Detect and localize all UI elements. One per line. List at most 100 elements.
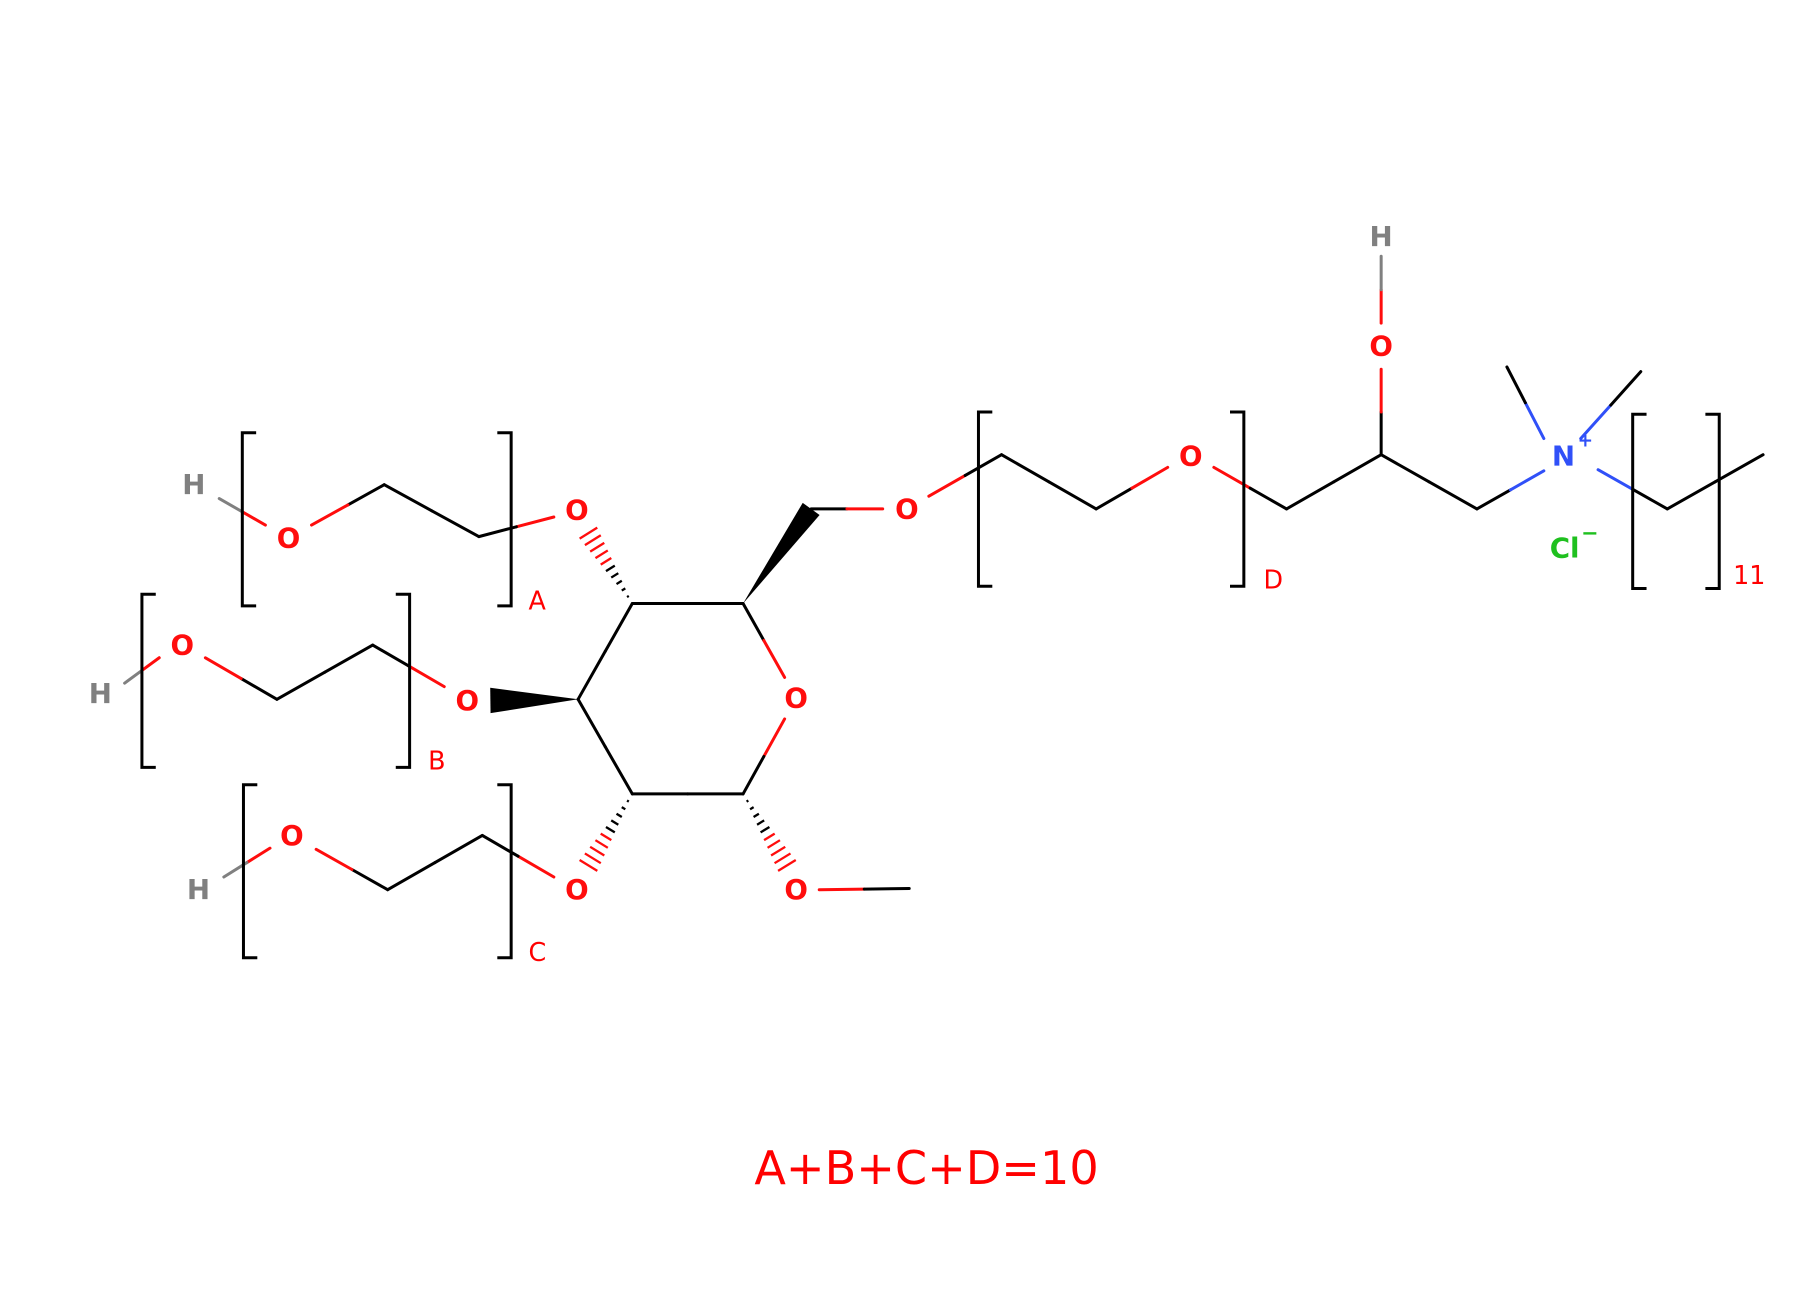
bracket-left — [976, 410, 993, 588]
bond — [1332, 453, 1383, 484]
bond — [817, 887, 866, 892]
hash-wedge-line — [584, 852, 602, 865]
hash-wedge-line — [766, 839, 781, 849]
atom-o-b: O — [171, 629, 195, 662]
bond — [239, 677, 279, 701]
bond — [862, 887, 911, 891]
hash-wedge-line — [777, 859, 797, 872]
cl-charge: − — [1581, 521, 1598, 545]
bond — [741, 754, 766, 796]
bond — [1508, 469, 1546, 492]
bond — [433, 833, 484, 865]
bracket-right — [395, 592, 412, 769]
atom-o-c-link: O — [565, 873, 589, 906]
bracket-left — [240, 431, 257, 608]
bond — [762, 717, 787, 758]
hash-wedge-line — [745, 799, 749, 803]
bond — [1505, 365, 1527, 405]
hash-wedge-line — [589, 845, 605, 857]
atom-o-a: O — [277, 521, 301, 554]
bond — [406, 664, 446, 689]
bond — [1379, 453, 1431, 484]
bracket-left — [1631, 412, 1647, 591]
bond — [275, 670, 327, 701]
bond — [310, 503, 350, 527]
bracket-right — [497, 783, 513, 960]
hash-wedge-line — [584, 534, 602, 547]
hash-wedge-line — [579, 859, 598, 872]
bracket-left — [241, 783, 258, 960]
hash-wedge-line — [594, 549, 609, 560]
bond — [603, 602, 634, 653]
repeat-label-c: C — [528, 937, 546, 967]
bond — [1047, 480, 1098, 511]
atom-o-c: O — [280, 819, 304, 852]
solid-wedge — [743, 502, 820, 604]
hash-wedge-line — [759, 825, 771, 834]
solid-wedge — [490, 687, 579, 714]
hash-wedge-line — [626, 799, 630, 803]
atom-o-a-link: O — [565, 494, 589, 527]
bond — [382, 483, 434, 513]
hash-wedge-line — [773, 852, 792, 865]
bond — [123, 668, 144, 685]
bond — [1665, 480, 1717, 511]
bond — [217, 497, 244, 514]
bond — [350, 867, 390, 892]
hash-wedge-line — [621, 587, 626, 592]
bond — [480, 833, 520, 858]
atom-o-c6: O — [895, 492, 919, 525]
bond — [346, 483, 386, 507]
bond — [386, 861, 437, 892]
bracket-right — [1230, 410, 1246, 588]
hash-wedge-line — [626, 594, 630, 599]
hash-wedge-line — [756, 819, 765, 826]
hash-wedge-line — [752, 812, 760, 818]
atom-o-b-link: O — [456, 684, 480, 717]
bond — [240, 510, 267, 527]
constraint-note: A+B+C+D=10 — [754, 1141, 1098, 1195]
bond — [1000, 453, 1051, 484]
hash-wedge-line — [610, 572, 619, 579]
repeat-label-b: B — [428, 746, 445, 776]
hash-wedge-line — [615, 812, 623, 818]
bond — [514, 515, 556, 529]
bond — [927, 473, 967, 498]
hash-wedge-line — [579, 526, 598, 540]
atom-h-b: H — [89, 677, 112, 710]
bond — [741, 602, 766, 642]
bond — [576, 649, 607, 701]
bond — [371, 643, 410, 668]
atom-cl: Cl — [1550, 532, 1580, 565]
hash-wedge-line — [763, 832, 776, 842]
bracket-right — [497, 431, 513, 608]
bond — [1631, 487, 1669, 511]
bond — [323, 643, 375, 674]
hash-wedge-line — [605, 825, 616, 834]
atom-o-methoxy: O — [784, 873, 808, 906]
bracket-right — [1705, 412, 1721, 591]
bond — [1094, 486, 1134, 511]
atom-o-hydroxyl: O — [1369, 330, 1393, 363]
bond — [1248, 486, 1289, 511]
bracket-left — [140, 592, 156, 769]
hash-wedge-line — [594, 839, 609, 849]
hash-wedge-line — [749, 806, 755, 811]
bond — [1427, 480, 1479, 511]
bond — [1130, 465, 1170, 490]
atom-o-ring: O — [784, 682, 808, 715]
brackets — [140, 410, 1721, 960]
bond — [576, 697, 607, 749]
atom-h-c: H — [187, 873, 210, 906]
bond — [430, 509, 481, 539]
bonds — [123, 254, 1765, 892]
bond — [245, 846, 272, 865]
atom-h-a: H — [182, 468, 205, 501]
bond — [1523, 401, 1546, 441]
bond — [1285, 480, 1336, 511]
bond — [203, 656, 243, 681]
bond — [603, 745, 634, 796]
bond — [963, 453, 1004, 477]
repeat-label-alkyl: 11 — [1733, 560, 1765, 590]
